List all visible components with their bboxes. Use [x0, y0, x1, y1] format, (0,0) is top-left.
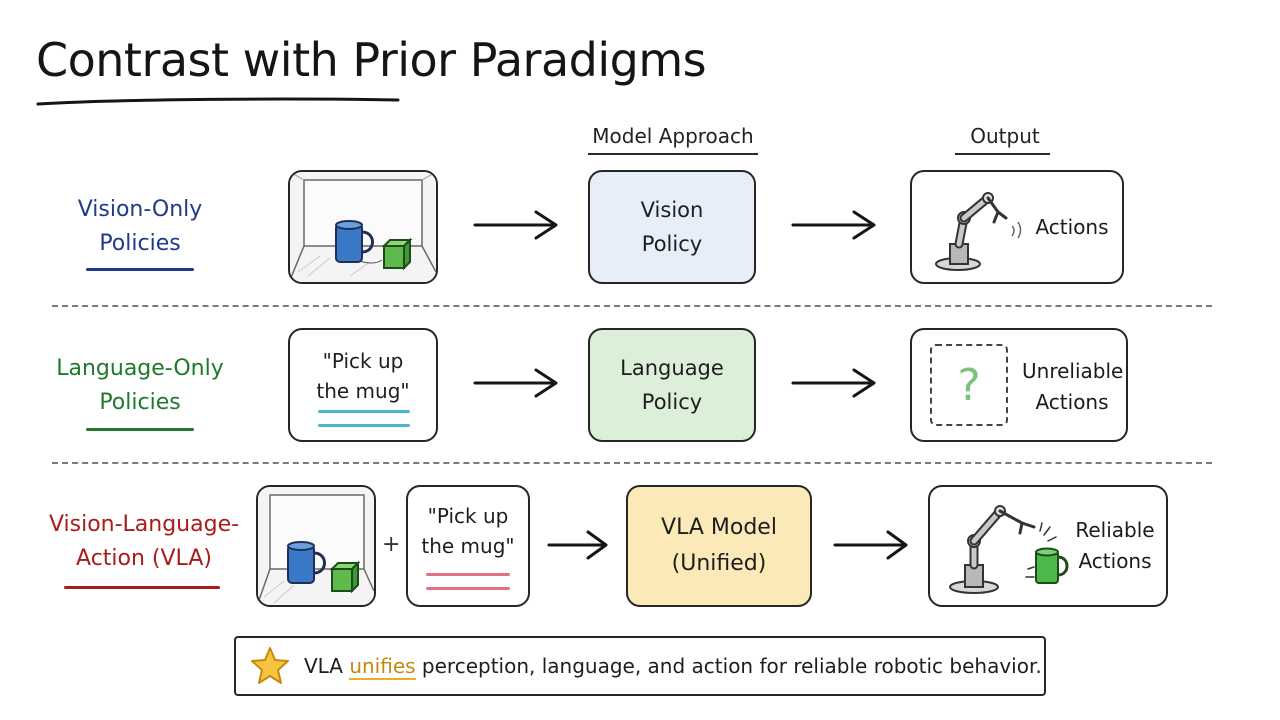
star-icon	[251, 647, 289, 684]
row-label-vision-only: Vision-Only Policies	[77, 197, 203, 256]
output-label: Unreliable Actions	[1022, 359, 1124, 414]
column-heading-output: Output	[970, 124, 1040, 148]
arrow-icon	[547, 530, 608, 560]
row-label-underline	[86, 428, 194, 431]
text-underline	[426, 573, 510, 576]
row-label-vla: Vision-Language- Action (VLA)	[48, 512, 240, 571]
vla-model-box: VLA Model(Unified)	[626, 485, 812, 607]
summary-note: VLA unifies perception, language, and ac…	[234, 636, 1046, 696]
output-label: Reliable Actions	[1075, 518, 1155, 573]
cube-icon	[329, 560, 361, 594]
output-label: Actions	[1035, 215, 1109, 239]
column-heading-underline	[588, 153, 758, 155]
row-label-underline	[86, 268, 194, 271]
scene-image-box	[256, 485, 376, 607]
cube-icon	[381, 237, 413, 271]
output-box-reliable: Reliable Actions	[928, 485, 1168, 607]
row-divider	[52, 462, 1212, 464]
arrow-icon	[833, 530, 908, 560]
text-underline	[426, 587, 510, 590]
arrow-icon	[791, 368, 876, 398]
arrow-icon	[473, 368, 558, 398]
column-heading-underline	[955, 153, 1050, 155]
text-underline	[318, 410, 410, 413]
summary-text: VLA unifies perception, language, and ac…	[304, 654, 1042, 680]
row-divider	[52, 305, 1212, 307]
highlight-unifies: unifies	[349, 654, 416, 680]
column-heading-model-approach: Model Approach	[592, 124, 754, 148]
arrow-icon	[473, 210, 558, 240]
plus-sign: +	[382, 532, 401, 557]
output-box-unreliable: ? Unreliable Actions	[910, 328, 1128, 442]
instruction-text: "Pick up the mug"	[421, 504, 515, 558]
scene-image-box	[288, 170, 438, 284]
tabletop-scene-illustration	[258, 487, 374, 605]
title-underline	[36, 97, 400, 106]
output-box-actions: Actions	[910, 170, 1124, 284]
text-underline	[318, 424, 410, 427]
robot-arm-icon	[935, 192, 1022, 271]
mug-icon	[335, 220, 383, 264]
tabletop-scene-illustration	[290, 172, 436, 282]
mug-icon	[1035, 547, 1069, 584]
row-label-underline	[64, 586, 220, 589]
arrow-icon	[791, 210, 876, 240]
robot-arm-with-mug-icon	[949, 505, 1069, 594]
instruction-text-box: "Pick up the mug"	[288, 328, 438, 442]
instruction-text: "Pick up the mug"	[316, 349, 410, 403]
question-mark-icon: ?	[930, 344, 1008, 426]
mug-icon	[287, 541, 326, 584]
instruction-text-box: "Pick up the mug"	[406, 485, 530, 607]
page-title: Contrast with Prior Paradigms	[36, 33, 707, 87]
row-label-language-only: Language-Only Policies	[56, 356, 224, 415]
